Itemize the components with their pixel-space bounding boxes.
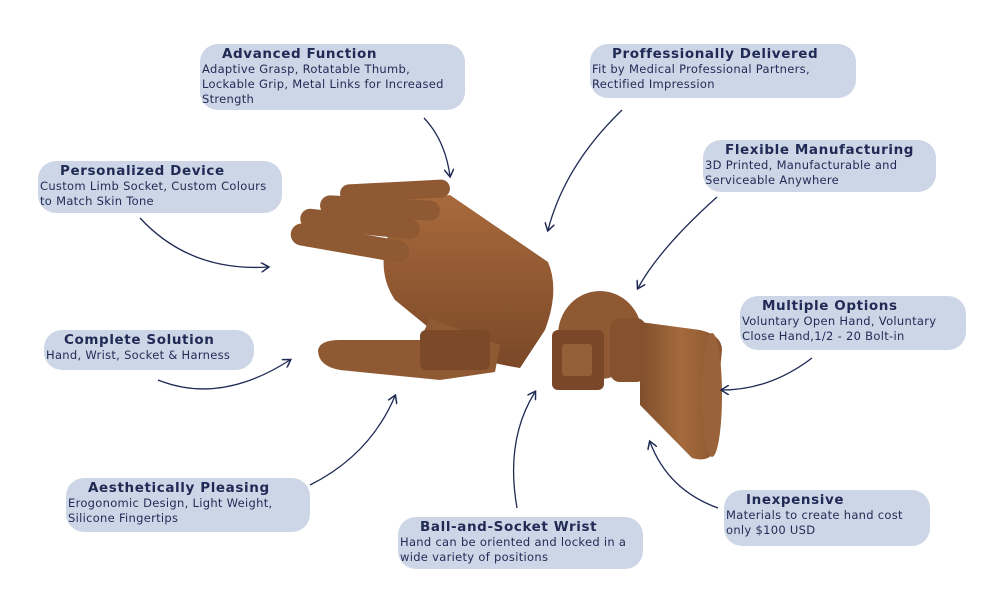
callout-aesthetically-pleasing: Aesthetically Pleasing Erogonomic Design…: [66, 478, 310, 532]
limb-socket: [640, 322, 722, 460]
callout-inexpensive: Inexpensive Materials to create hand cos…: [724, 490, 930, 546]
callout-title: Proffessionally Delivered: [612, 46, 819, 62]
arrow-ball-socket-wrist: [512, 392, 535, 509]
callout-title: Personalized Device: [60, 163, 225, 179]
callout-description: Voluntary Open Hand, Voluntary Close Han…: [742, 314, 937, 343]
callout-ball-socket-wrist: Ball-and-Socket Wrist Hand can be orient…: [398, 517, 643, 569]
arrow-advanced-function: [423, 117, 450, 176]
callout-description: Adaptive Grasp, Rotatable Thumb, Lockabl…: [202, 62, 444, 106]
callout-description: Custom Limb Socket, Custom Colours to Ma…: [40, 179, 267, 208]
callout-personalized-device: Personalized Device Custom Limb Socket, …: [38, 161, 282, 213]
fingers: [290, 179, 450, 263]
callout-description: Materials to create hand cost only $100 …: [726, 508, 903, 537]
arrow-professionally-delivered: [548, 109, 623, 230]
callout-description: 3D Printed, Manufacturable and Serviceab…: [705, 158, 898, 187]
callout-description: Erogonomic Design, Light Weight, Silicon…: [68, 496, 273, 525]
callout-title: Inexpensive: [746, 492, 845, 508]
ball-socket-wrist: [552, 291, 646, 390]
callout-title: Advanced Function: [222, 46, 378, 62]
callout-multiple-options: Multiple Options Voluntary Open Hand, Vo…: [740, 296, 966, 350]
callout-title: Aesthetically Pleasing: [88, 480, 270, 496]
arrow-aesthetically-pleasing: [309, 396, 395, 486]
arrow-complete-solution: [157, 360, 290, 390]
callout-title: Complete Solution: [64, 332, 215, 348]
callout-flexible-manufacturing: Flexible Manufacturing 3D Printed, Manuf…: [703, 140, 936, 192]
callout-description: Hand, Wrist, Socket & Harness: [46, 348, 231, 362]
arrow-multiple-options: [722, 357, 813, 390]
callout-advanced-function: Advanced Function Adaptive Grasp, Rotata…: [200, 44, 465, 110]
palm: [383, 195, 554, 368]
thumb: [318, 318, 500, 380]
callout-title: Ball-and-Socket Wrist: [420, 519, 598, 535]
callout-title: Flexible Manufacturing: [725, 142, 915, 158]
callout-description: Fit by Medical Professional Partners, Re…: [592, 62, 810, 91]
arrow-inexpensive: [650, 442, 719, 509]
callout-complete-solution: Complete Solution Hand, Wrist, Socket & …: [44, 330, 254, 370]
arrow-flexible-manufacturing: [638, 196, 718, 288]
callout-professionally-delivered: Proffessionally Delivered Fit by Medical…: [590, 44, 856, 98]
callout-description: Hand can be oriented and locked in a wid…: [400, 535, 627, 564]
arrow-personalized-device: [139, 217, 268, 267]
callout-title: Multiple Options: [762, 298, 898, 314]
